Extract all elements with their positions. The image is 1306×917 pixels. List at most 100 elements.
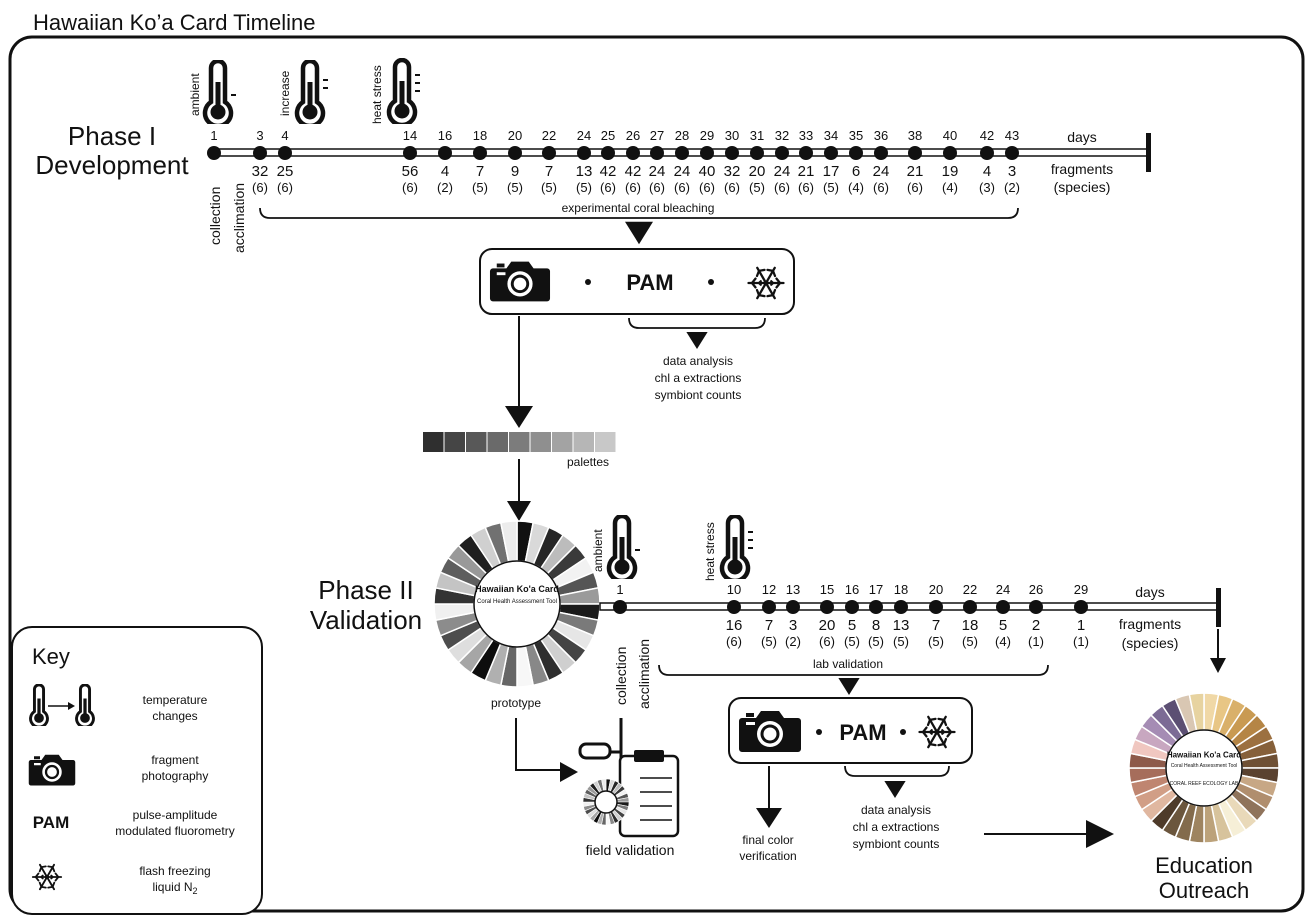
phase2-species-count: (6) [726,634,742,649]
phase1-day-label: 36 [874,128,888,143]
phase1-fragment-count: 42 [625,163,642,180]
phase1-species-count: (4) [848,180,864,195]
palette-swatch [423,432,444,452]
palette-swatch [509,432,530,452]
phase1-day-label: 1 [210,128,217,143]
arrow-to-final-color-head [756,808,782,828]
phase1-day-label: 30 [725,128,739,143]
phase2-species-count: (5) [844,634,860,649]
final-color-line1: final color [742,833,793,847]
phase1-day-label: 35 [849,128,863,143]
phase2-fragment-count: 2 [1032,617,1040,634]
phase2-species-count: (5) [761,634,777,649]
wheel-center [473,560,561,648]
phase1-species-count: (6) [873,180,889,195]
phase1-dot-separator [585,279,591,285]
phase1-point [750,146,764,160]
phase1-species-count: (5) [576,180,592,195]
phase2-species-label: (species) [1122,635,1179,651]
phase1-species-count: (6) [600,180,616,195]
phase1-point [980,146,994,160]
phase2-pam-text: PAM [839,720,886,745]
wheel-center [1165,729,1243,807]
phase2-species-count: (6) [819,634,835,649]
phase1-fragments-label: fragments [1051,161,1113,177]
phase1-thermo-label-heat-stress: heat stress [370,65,384,124]
snorkel-mask-icon [578,742,621,760]
phase2-fragments-label: fragments [1119,616,1181,632]
phase1-day-label: 25 [601,128,615,143]
key-pam-symbol: PAM [33,813,70,832]
phase1-label-line2: Development [35,150,189,180]
key-item-4-line1: flash freezing [139,864,210,878]
phase1-fragment-count: 4 [983,163,991,180]
phase2-label-line1: Phase II [318,575,413,605]
phase2-species-count: (5) [868,634,884,649]
phase1-day-label: 3 [256,128,263,143]
phase1-point [874,146,888,160]
palette-swatch [444,432,465,452]
phase1-species-label: (species) [1054,179,1111,195]
phase1-fragment-count: 21 [907,163,924,180]
phase1-day-label: 40 [943,128,957,143]
phase1-fragment-count: 20 [749,163,766,180]
palettes-label: palettes [567,455,609,469]
phase1-point [278,146,292,160]
phase1-species-count: (2) [1004,180,1020,195]
phase1-down-arrow-icon [625,221,653,245]
outer-frame [8,35,1305,913]
phase2-day-label: 24 [996,582,1010,597]
phase2-thermo-label-ambient: ambient [591,529,605,572]
phase2-day-label: 16 [845,582,859,597]
phase1-fragment-count: 40 [699,163,716,180]
phase1-species-count: (6) [724,180,740,195]
phase1-point [626,146,640,160]
phase1-species-count: (4) [942,180,958,195]
phase2-point [929,600,943,614]
field-validation-label: field validation [586,842,675,858]
phase2-dot-separator [816,729,822,735]
palette-swatches [423,432,616,452]
phase1-fragment-count: 24 [674,163,691,180]
key-item-3-line1: pulse-amplitude [133,808,218,822]
phase2-dot-separator-2 [900,729,906,735]
phase1-bracket [259,207,1019,219]
timeline-end-arrow-head [1210,658,1226,673]
key-title: Key [32,644,70,669]
key-item-2-line1: fragment [151,753,199,767]
phase2-fragment-count: 8 [872,617,880,634]
phase2-label-line2: Validation [310,605,422,635]
phase2-day-label: 1 [616,582,623,597]
phase1-fragment-count: 3 [1008,163,1016,180]
phase1-fragment-count: 7 [476,163,484,180]
phase2-point [869,600,883,614]
phase1-fragment-count: 4 [441,163,449,180]
phase1-fragment-count: 25 [277,163,294,180]
phase1-fragment-count: 24 [774,163,791,180]
phase1-bracket-label: experimental coral bleaching [562,201,715,215]
phase1-point [675,146,689,160]
education-label-line2: Outreach [1159,878,1250,903]
phase1-day-label: 27 [650,128,664,143]
wheel-center [594,790,618,814]
phase2-day-label: 22 [963,582,977,597]
phase2-point [1029,600,1043,614]
phase1-species-count: (6) [277,180,293,195]
phase2-point [727,600,741,614]
arrow-to-education-head [1086,820,1114,848]
phase1-label-line1: Phase I [68,121,156,151]
phase1-fragment-count: 17 [823,163,840,180]
palette-swatch [595,432,616,452]
phase2-species-count: (5) [928,634,944,649]
phase2-species-count: (5) [893,634,909,649]
key-thermometer-change-icon [29,684,95,726]
phase1-acclimation-label: acclimation [231,183,247,253]
phase2-species-count: (1) [1028,634,1044,649]
phase1-day-label: 28 [675,128,689,143]
phase2-day-label: 20 [929,582,943,597]
phase1-methods-box [479,248,795,315]
phase1-point [725,146,739,160]
phase2-point [996,600,1010,614]
key-panel [11,626,263,915]
